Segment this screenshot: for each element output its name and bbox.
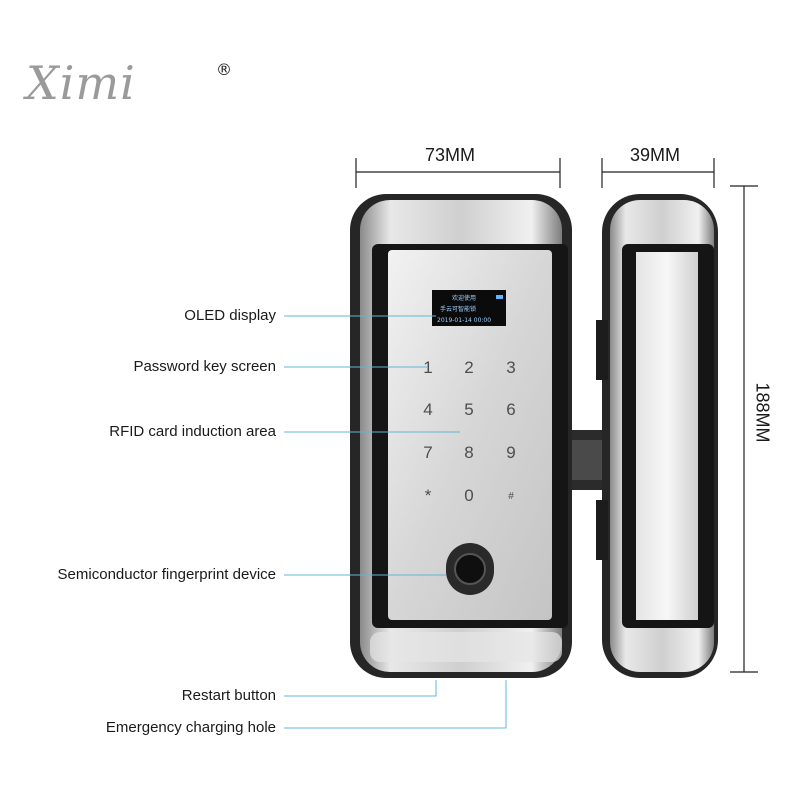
oled-line-2: 手云可智能锁: [440, 305, 476, 313]
callout-emergency-charging-hole: Emergency charging hole: [105, 719, 276, 736]
front-lock-body: [350, 194, 572, 678]
key-3[interactable]: 3: [506, 358, 515, 377]
side-lock-body: [596, 194, 718, 678]
front-width-label: 73MM: [425, 145, 476, 165]
key-8[interactable]: 8: [464, 443, 473, 462]
logo-text: Ximi: [26, 56, 136, 110]
key-5[interactable]: 5: [464, 400, 473, 419]
key-hash[interactable]: #: [508, 491, 514, 502]
callout-oled-display: OLED display: [184, 307, 276, 324]
oled-line-3: 2019-01-14 00:00: [437, 317, 491, 324]
callout-restart-button: Restart button: [181, 687, 276, 704]
side-width-label: 39MM: [630, 145, 681, 165]
leader-lines: [284, 315, 507, 729]
dimension-front-width: [355, 158, 561, 188]
oled-line-1: 欢迎使用: [452, 294, 476, 302]
key-6[interactable]: 6: [506, 400, 515, 419]
key-star[interactable]: *: [425, 486, 432, 505]
callout-fingerprint-device: Semiconductor fingerprint device: [57, 566, 276, 583]
key-2[interactable]: 2: [464, 358, 473, 377]
registered-mark: ®: [216, 60, 232, 79]
height-label: 188MM: [752, 382, 773, 443]
key-9[interactable]: 9: [506, 443, 515, 462]
key-0[interactable]: 0: [464, 486, 473, 505]
brand-logo: Ximi ®: [26, 56, 232, 112]
dimension-side-width: [601, 158, 715, 188]
callout-password-key-screen: Password key screen: [133, 358, 276, 375]
key-4[interactable]: 4: [423, 400, 432, 419]
callout-rfid-area: RFID card induction area: [109, 423, 276, 440]
fingerprint-sensor-icon: [446, 543, 494, 595]
oled-screen: 欢迎使用 手云可智能锁 2019-01-14 00:00: [432, 290, 506, 326]
dimension-height: [730, 185, 758, 673]
key-7[interactable]: 7: [423, 443, 432, 462]
